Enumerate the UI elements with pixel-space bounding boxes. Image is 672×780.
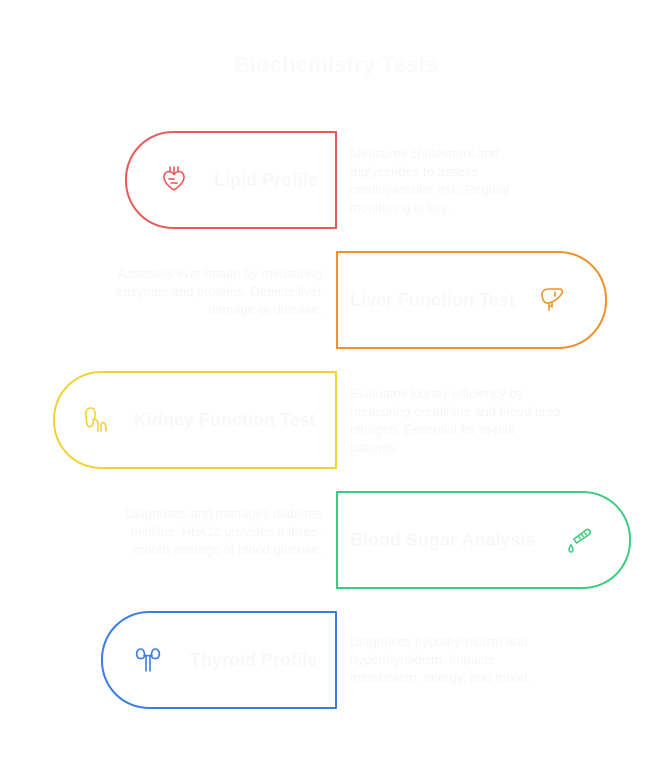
liver-function-test-label: Liver Function Test xyxy=(350,290,515,310)
blood-sugar-analysis-description: Diagnoses and manages diabetes mellitus.… xyxy=(125,506,322,557)
kidney-function-test-label: Kidney Function Test xyxy=(134,410,316,430)
thyroid-profile-description: Diagnoses hypothyroidism and hyperthyroi… xyxy=(350,634,532,685)
kidney-function-test-description: Evaluates kidney efficiency by measuring… xyxy=(350,386,562,455)
lipid-profile-label: Lipid Profile xyxy=(214,170,319,190)
thyroid-profile-label: Thyroid Profile xyxy=(190,650,318,670)
diagram-title: Biochemistry Tests xyxy=(233,52,439,77)
lipid-profile-description: Measures cholesterol and triglycerides t… xyxy=(350,146,511,215)
kidney-icon xyxy=(82,405,110,433)
kidney-function-test-card xyxy=(53,371,337,469)
liver-function-test-description: Assesses liver health by measuring enzym… xyxy=(116,266,322,317)
liver-icon xyxy=(538,285,566,313)
blood-sugar-analysis-label: Blood Sugar Analysis xyxy=(350,530,536,550)
test-tube-drop-icon xyxy=(565,525,593,553)
thyroid-icon xyxy=(134,645,162,673)
thyroid-profile-card xyxy=(101,611,337,709)
lipid-profile-card xyxy=(125,131,337,229)
heart-icon xyxy=(160,165,188,193)
liver-function-test-card xyxy=(336,251,607,349)
